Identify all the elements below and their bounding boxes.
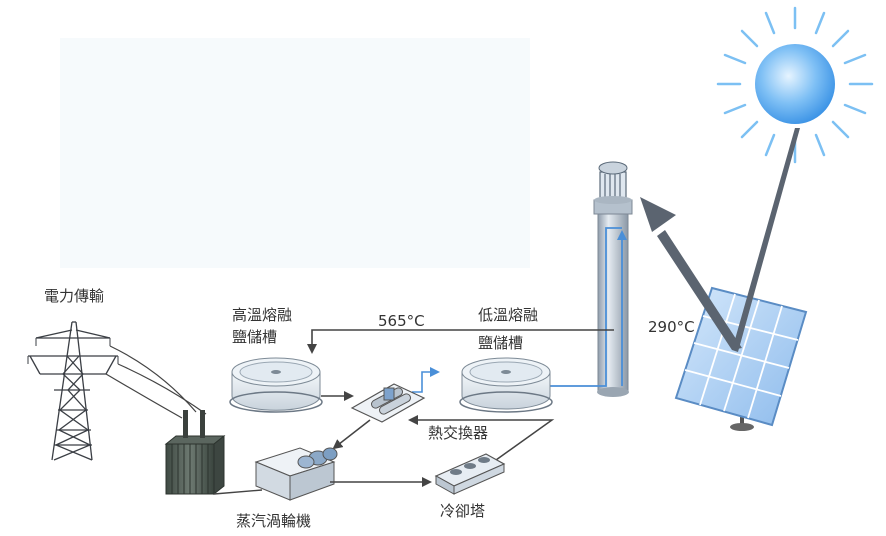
cold-salt-to-tower-line <box>549 227 622 387</box>
cold-temperature-label: 290°C <box>648 318 695 336</box>
background-panel <box>60 38 530 268</box>
cold-tank-label-line2: 鹽儲槽 <box>478 334 524 352</box>
transformer <box>164 410 226 496</box>
tower-to-hot-tank-line <box>307 329 614 354</box>
sun-icon <box>716 6 874 164</box>
steam-turbine-label: 蒸汽渦輪機 <box>236 512 312 530</box>
cold-tank-label-line1: 低溫熔融 <box>478 306 539 324</box>
transmission-tower <box>27 321 119 461</box>
exchanger-to-cold-tank-line <box>412 367 440 393</box>
power-transmission-label: 電力傳輸 <box>44 287 105 305</box>
heat-exchanger <box>350 383 426 423</box>
solar-tower <box>593 161 633 397</box>
steam-turbine <box>254 447 338 501</box>
cooling-tower <box>434 453 506 495</box>
cold-salt-tank <box>459 357 553 413</box>
exchanger-to-turbine-line <box>332 419 371 450</box>
hot-tank-label-line2: 鹽儲槽 <box>232 328 278 346</box>
hot-temperature-label: 565°C <box>378 312 425 330</box>
turbine-to-transformer-line <box>213 489 263 495</box>
heat-exchanger-label: 熱交換器 <box>428 424 489 442</box>
cooling-loop-line <box>408 415 555 461</box>
power-lines <box>105 345 207 419</box>
hot-salt-tank <box>229 357 323 413</box>
hot-tank-label-line1: 高溫熔融 <box>232 306 293 324</box>
heliostat-mirror <box>674 286 808 431</box>
sun-ray <box>640 128 800 352</box>
cooling-tower-label: 冷卻塔 <box>440 502 486 520</box>
